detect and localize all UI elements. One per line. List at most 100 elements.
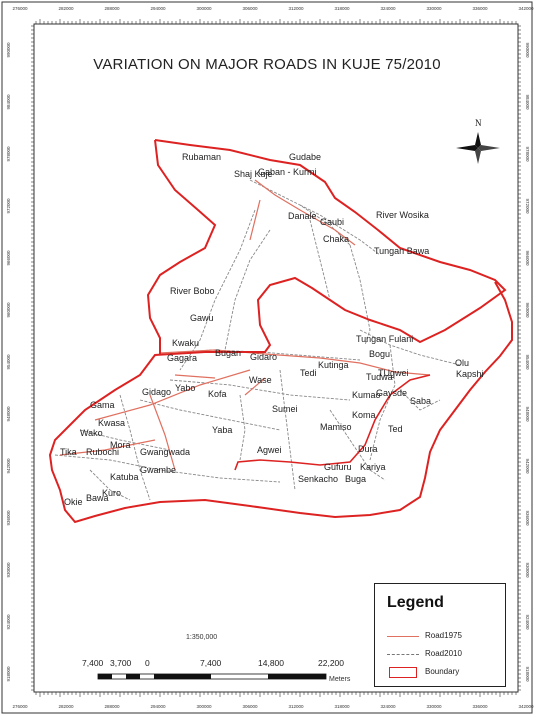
scale-number: 7,400 (200, 658, 222, 668)
place-label: Mamiso (320, 422, 352, 432)
place-label: Tudwa (366, 372, 393, 382)
place-label: Bogu (369, 349, 390, 359)
grid-label-left: 990000 (6, 42, 11, 58)
grid-label-left: 948000 (6, 406, 11, 422)
grid-labels-right: 9900009840009780009720009660009600009540… (525, 42, 530, 682)
grid-label-bottom: 312000 (288, 704, 304, 709)
grid-label-right: 942000 (525, 458, 530, 474)
grid-label-bottom: 324000 (380, 704, 396, 709)
grid-label-bottom: 300000 (196, 704, 212, 709)
place-label: Yaba (212, 425, 232, 435)
grid-label-bottom: 282000 (58, 704, 74, 709)
svg-text:N: N (475, 118, 482, 128)
grid-labels-bottom: 276000 282000 288000 294000 300000 306000 3120… (12, 704, 534, 709)
scale-ratio: 1:350,000 (186, 634, 218, 641)
place-label: Agwei (257, 445, 282, 455)
grid-label-bottom: 336000 (472, 704, 488, 709)
place-label: Gwambe (140, 465, 176, 475)
place-label: Bugan (215, 348, 241, 358)
place-label: Gaysde (376, 388, 407, 398)
place-label: Shaj Kuje (234, 169, 273, 179)
place-label: Olu (455, 358, 469, 368)
place-label: Tungan Fulani (356, 334, 413, 344)
grid-label-right: 966000 (525, 250, 530, 266)
grid-label-top: 330000 (426, 6, 442, 11)
grid-label-right: 948000 (525, 406, 530, 422)
place-label: Sumei (272, 404, 298, 414)
place-label: TUgwei (378, 368, 409, 378)
scale-number: 0 (145, 658, 150, 668)
scale-number: 3,700 (110, 658, 132, 668)
place-label: Dura (358, 444, 378, 454)
scale-unit: Meters (329, 676, 351, 683)
place-label: Tedi (300, 368, 317, 378)
place-label: Wase (249, 375, 272, 385)
grid-label-bottom: 276000 (12, 704, 28, 709)
grid-label-right: 984000 (525, 94, 530, 110)
legend-label: Road1975 (425, 631, 462, 640)
place-label: Rubaman (182, 152, 221, 162)
grid-label-top: 300000 (196, 6, 212, 11)
place-label: Wako (80, 428, 103, 438)
place-label: Saba (410, 396, 431, 406)
kuje-boundary (48, 139, 513, 524)
boundary-symbol-icon (389, 667, 417, 678)
place-label: Katuba (110, 472, 139, 482)
legend-item-road2010: Road2010 (387, 648, 499, 662)
legend-title: Legend (387, 594, 444, 611)
grid-label-top: 282000 (58, 6, 74, 11)
north-arrow-icon: N (456, 118, 500, 164)
place-label: Tika (60, 447, 77, 457)
place-label: Koma (352, 410, 376, 420)
grid-label-left: 924000 (6, 614, 11, 630)
place-label: Kapshi (456, 369, 484, 379)
grid-label-right: 978000 (525, 146, 530, 162)
place-label: Gidaro (250, 352, 277, 362)
grid-label-right: 918000 (525, 666, 530, 682)
grid-label-bottom: 306000 (242, 704, 258, 709)
place-label: Senkacho (298, 474, 338, 484)
place-label: Kwaku (172, 338, 199, 348)
place-label: Gudabe (289, 152, 321, 162)
grid-label-left: 978000 (6, 146, 11, 162)
grid-label-right: 990000 (525, 42, 530, 58)
place-label: Kuro (102, 488, 121, 498)
place-label: Gama (90, 400, 115, 410)
kuje-boundary-west (146, 139, 217, 355)
grid-label-bottom: 288000 (104, 704, 120, 709)
grid-label-top: 306000 (242, 6, 258, 11)
place-label: Kwasa (98, 418, 125, 428)
scale-bar (97, 673, 327, 680)
place-label: Rubochi (86, 447, 119, 457)
grid-label-right: 924000 (525, 614, 530, 630)
grid-label-top: 336000 (472, 6, 488, 11)
scale-number: 14,800 (258, 658, 284, 668)
grid-label-right: 930000 (525, 562, 530, 578)
place-label: Gufuru (324, 462, 352, 472)
place-label: Kumao (352, 390, 381, 400)
grid-label-left: 972000 (6, 198, 11, 214)
grid-label-right: 936000 (525, 510, 530, 526)
map-title: VARIATION ON MAJOR ROADS IN KUJE 75/2010 (93, 56, 441, 73)
place-label: Kofa (208, 389, 227, 399)
place-label: Tungan Bawa (374, 246, 429, 256)
place-label: River Wosika (376, 210, 429, 220)
scale-number: 22,200 (318, 658, 344, 668)
grid-label-top: 288000 (104, 6, 120, 11)
place-label: Ted (388, 424, 403, 434)
legend-label: Boundary (425, 667, 460, 676)
grid-label-left: 942000 (6, 458, 11, 474)
place-label: Kariya (360, 462, 386, 472)
grid-label-top: 312000 (288, 6, 304, 11)
legend-item-boundary: Boundary (387, 666, 499, 680)
place-label: Gaubi (320, 217, 344, 227)
grid-label-left: 930000 (6, 562, 11, 578)
grid-label-right: 972000 (525, 198, 530, 214)
place-label: Mora (110, 440, 131, 450)
place-label: Yabo (175, 383, 195, 393)
grid-label-top: 276000 (12, 6, 28, 11)
place-label: Gawu (190, 313, 214, 323)
grid-label-bottom: 294000 (150, 704, 166, 709)
place-label: Gagara (167, 353, 197, 363)
